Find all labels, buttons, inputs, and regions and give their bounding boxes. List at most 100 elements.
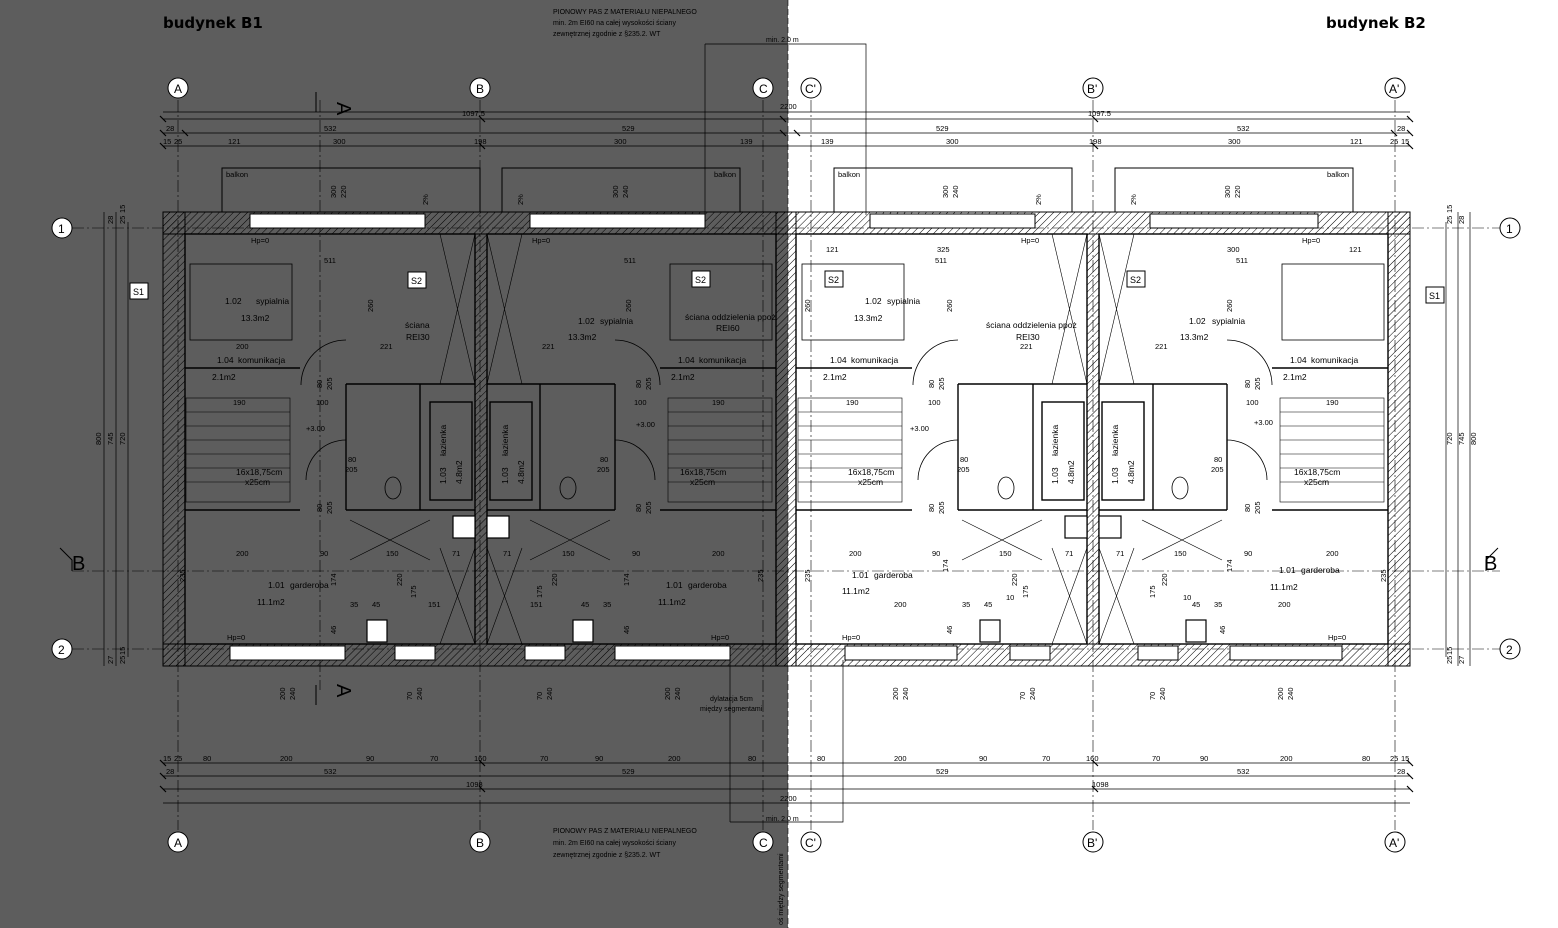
dim-top-r3-l3: 300	[333, 137, 346, 146]
dim-inner-174-2: 174	[622, 573, 631, 586]
dim-inner-221-1: 221	[380, 342, 393, 351]
stair-4a: 16x18,75cm	[1294, 467, 1340, 477]
room-corridor-name-4: komunikacja	[1311, 355, 1359, 365]
room-bedroom-no-2: 1.02	[578, 316, 595, 326]
room-bath-area-3: 4.8m2	[1066, 460, 1076, 484]
chimneys	[366, 515, 1207, 643]
tag-s1-left: S1	[133, 287, 144, 297]
dim-inner-221-3: 221	[1020, 342, 1033, 351]
room-ward-area-1: 11.1m2	[257, 597, 285, 607]
dim-inner-45-3: 45	[984, 600, 992, 609]
door-12b: 205	[1253, 501, 1262, 514]
note-fire-top-2: min. 2m EI60 na całej wysokości ściany	[553, 20, 676, 27]
balcony-label-1: balkon	[226, 170, 248, 179]
door-3a: 80	[927, 380, 936, 388]
win-bot-8a: 200	[1276, 687, 1285, 700]
note-axis-segments: oś między segmentami	[778, 853, 785, 925]
dim-bot-r2-r1: 532	[1237, 767, 1250, 776]
win-bot-4b: 240	[673, 687, 682, 700]
exterior-walls	[162, 211, 1411, 667]
stair-1b: x25cm	[245, 477, 270, 487]
door-9b: 205	[325, 501, 334, 514]
dim-left-800: 800	[94, 432, 103, 445]
room-bath-no-3: 1.03	[1050, 467, 1060, 484]
dim-bot-r1-r4: 160	[1086, 754, 1099, 763]
tag-s2-3: S2	[828, 275, 839, 285]
room-bedroom-area-2: 13.3m2	[568, 332, 597, 342]
win-bot-6a: 70	[1018, 692, 1027, 700]
toilets	[384, 476, 1189, 500]
dim-bot-r1-r9: 25	[1390, 754, 1398, 763]
tag-s2-2: S2	[695, 275, 706, 285]
win-bot-2b: 240	[415, 687, 424, 700]
dim-side-bot-l0: 27	[106, 656, 115, 664]
room-ward-no-1: 1.01	[268, 580, 285, 590]
dim-inner-511-3: 511	[935, 256, 947, 265]
dim-top-r3-r5: 25	[1390, 137, 1398, 146]
dim-top-r3-l5: 300	[614, 137, 627, 146]
level-4: +3.00	[1254, 418, 1273, 427]
dim-inner-200-1: 200	[236, 342, 249, 351]
dim-inner-174-1: 174	[329, 573, 338, 586]
note-fire-top-1: PIONOWY PAS Z MATERIAŁU NIEPALNEGO	[553, 9, 697, 16]
dim-inner-90-1: 90	[320, 549, 328, 558]
wall-rei-2: REI60	[716, 323, 740, 333]
room-ward-name-1: garderoba	[290, 580, 329, 590]
wall-sep-1: ściana oddzielenia ppoż	[685, 312, 776, 322]
dim-bot-r2-r2: 28	[1397, 767, 1405, 776]
dim-top-total-right: 1097.5	[1088, 109, 1111, 118]
dim-top-r3-r1: 300	[946, 137, 959, 146]
dim-inner-220-2: 220	[550, 573, 559, 586]
section-a-bottom: A	[332, 684, 354, 698]
door-4a: 80	[1243, 380, 1252, 388]
dim-inner-235-3: 235	[803, 569, 812, 582]
dim-inner-150-1: 150	[386, 549, 399, 558]
dim-top-r2-l2: 529	[622, 124, 635, 133]
dim-top-r3-r2: 198	[1089, 137, 1102, 146]
dim-bot-r1-r0: 80	[817, 754, 825, 763]
wall-rei-1: REI30	[406, 332, 430, 342]
balcony-label-3: balkon	[838, 170, 860, 179]
dim-top-r3-r4: 121	[1350, 137, 1363, 146]
dim-top-r2-r1: 532	[1237, 124, 1250, 133]
dim-inner-200-6: 200	[894, 600, 907, 609]
dim-inner-190-4: 190	[1326, 398, 1339, 407]
win-top-4b: 220	[1233, 185, 1242, 198]
room-ward-name-2: garderoba	[688, 580, 727, 590]
dim-bot-r1-l4: 90	[366, 754, 374, 763]
axis-bubbles-top	[51, 77, 1521, 853]
dim-right-720: 720	[1445, 432, 1454, 445]
slope-3: 2%	[1034, 194, 1043, 205]
door-9a: 80	[315, 504, 324, 512]
room-bedroom-name-2: sypialnia	[600, 316, 633, 326]
slope-1: 2%	[421, 194, 430, 205]
dim-bot-r1-r1: 200	[894, 754, 907, 763]
dim-side-top-l1: 25	[118, 216, 127, 224]
room-bedroom-name-1: sypialnia	[256, 296, 289, 306]
door-11a: 80	[927, 504, 936, 512]
slope-2: 2%	[516, 194, 525, 205]
axis-bot-a2: A'	[1389, 836, 1399, 850]
dim-bot-r2-r0: 529	[936, 767, 949, 776]
win-bot-1b: 240	[288, 687, 297, 700]
stair-2a: 16x18,75cm	[680, 467, 726, 477]
door-6b: 205	[597, 465, 610, 474]
door-11b: 205	[937, 501, 946, 514]
win-bot-2a: 70	[405, 692, 414, 700]
dim-inner-220-1: 220	[395, 573, 404, 586]
dim-inner-100-4: 100	[1246, 398, 1259, 407]
dim-bot-r1-l3: 200	[280, 754, 293, 763]
dim-inner-71-2: 71	[503, 549, 511, 558]
dim-inner-260-2: 260	[624, 299, 633, 312]
dim-inner-100-2: 100	[634, 398, 647, 407]
slope-4: 2%	[1129, 194, 1138, 205]
win-bot-7b: 240	[1158, 687, 1167, 700]
interior-partitions	[184, 233, 1389, 645]
tag-s1-right: S1	[1429, 291, 1440, 301]
hp-2: Hp=0	[532, 236, 550, 245]
dim-top-r2-l1: 532	[324, 124, 337, 133]
dim-bot-r1-l2: 80	[203, 754, 211, 763]
dim-side-top-r0: 28	[1457, 216, 1466, 224]
title-b1: budynek B1	[163, 14, 263, 32]
